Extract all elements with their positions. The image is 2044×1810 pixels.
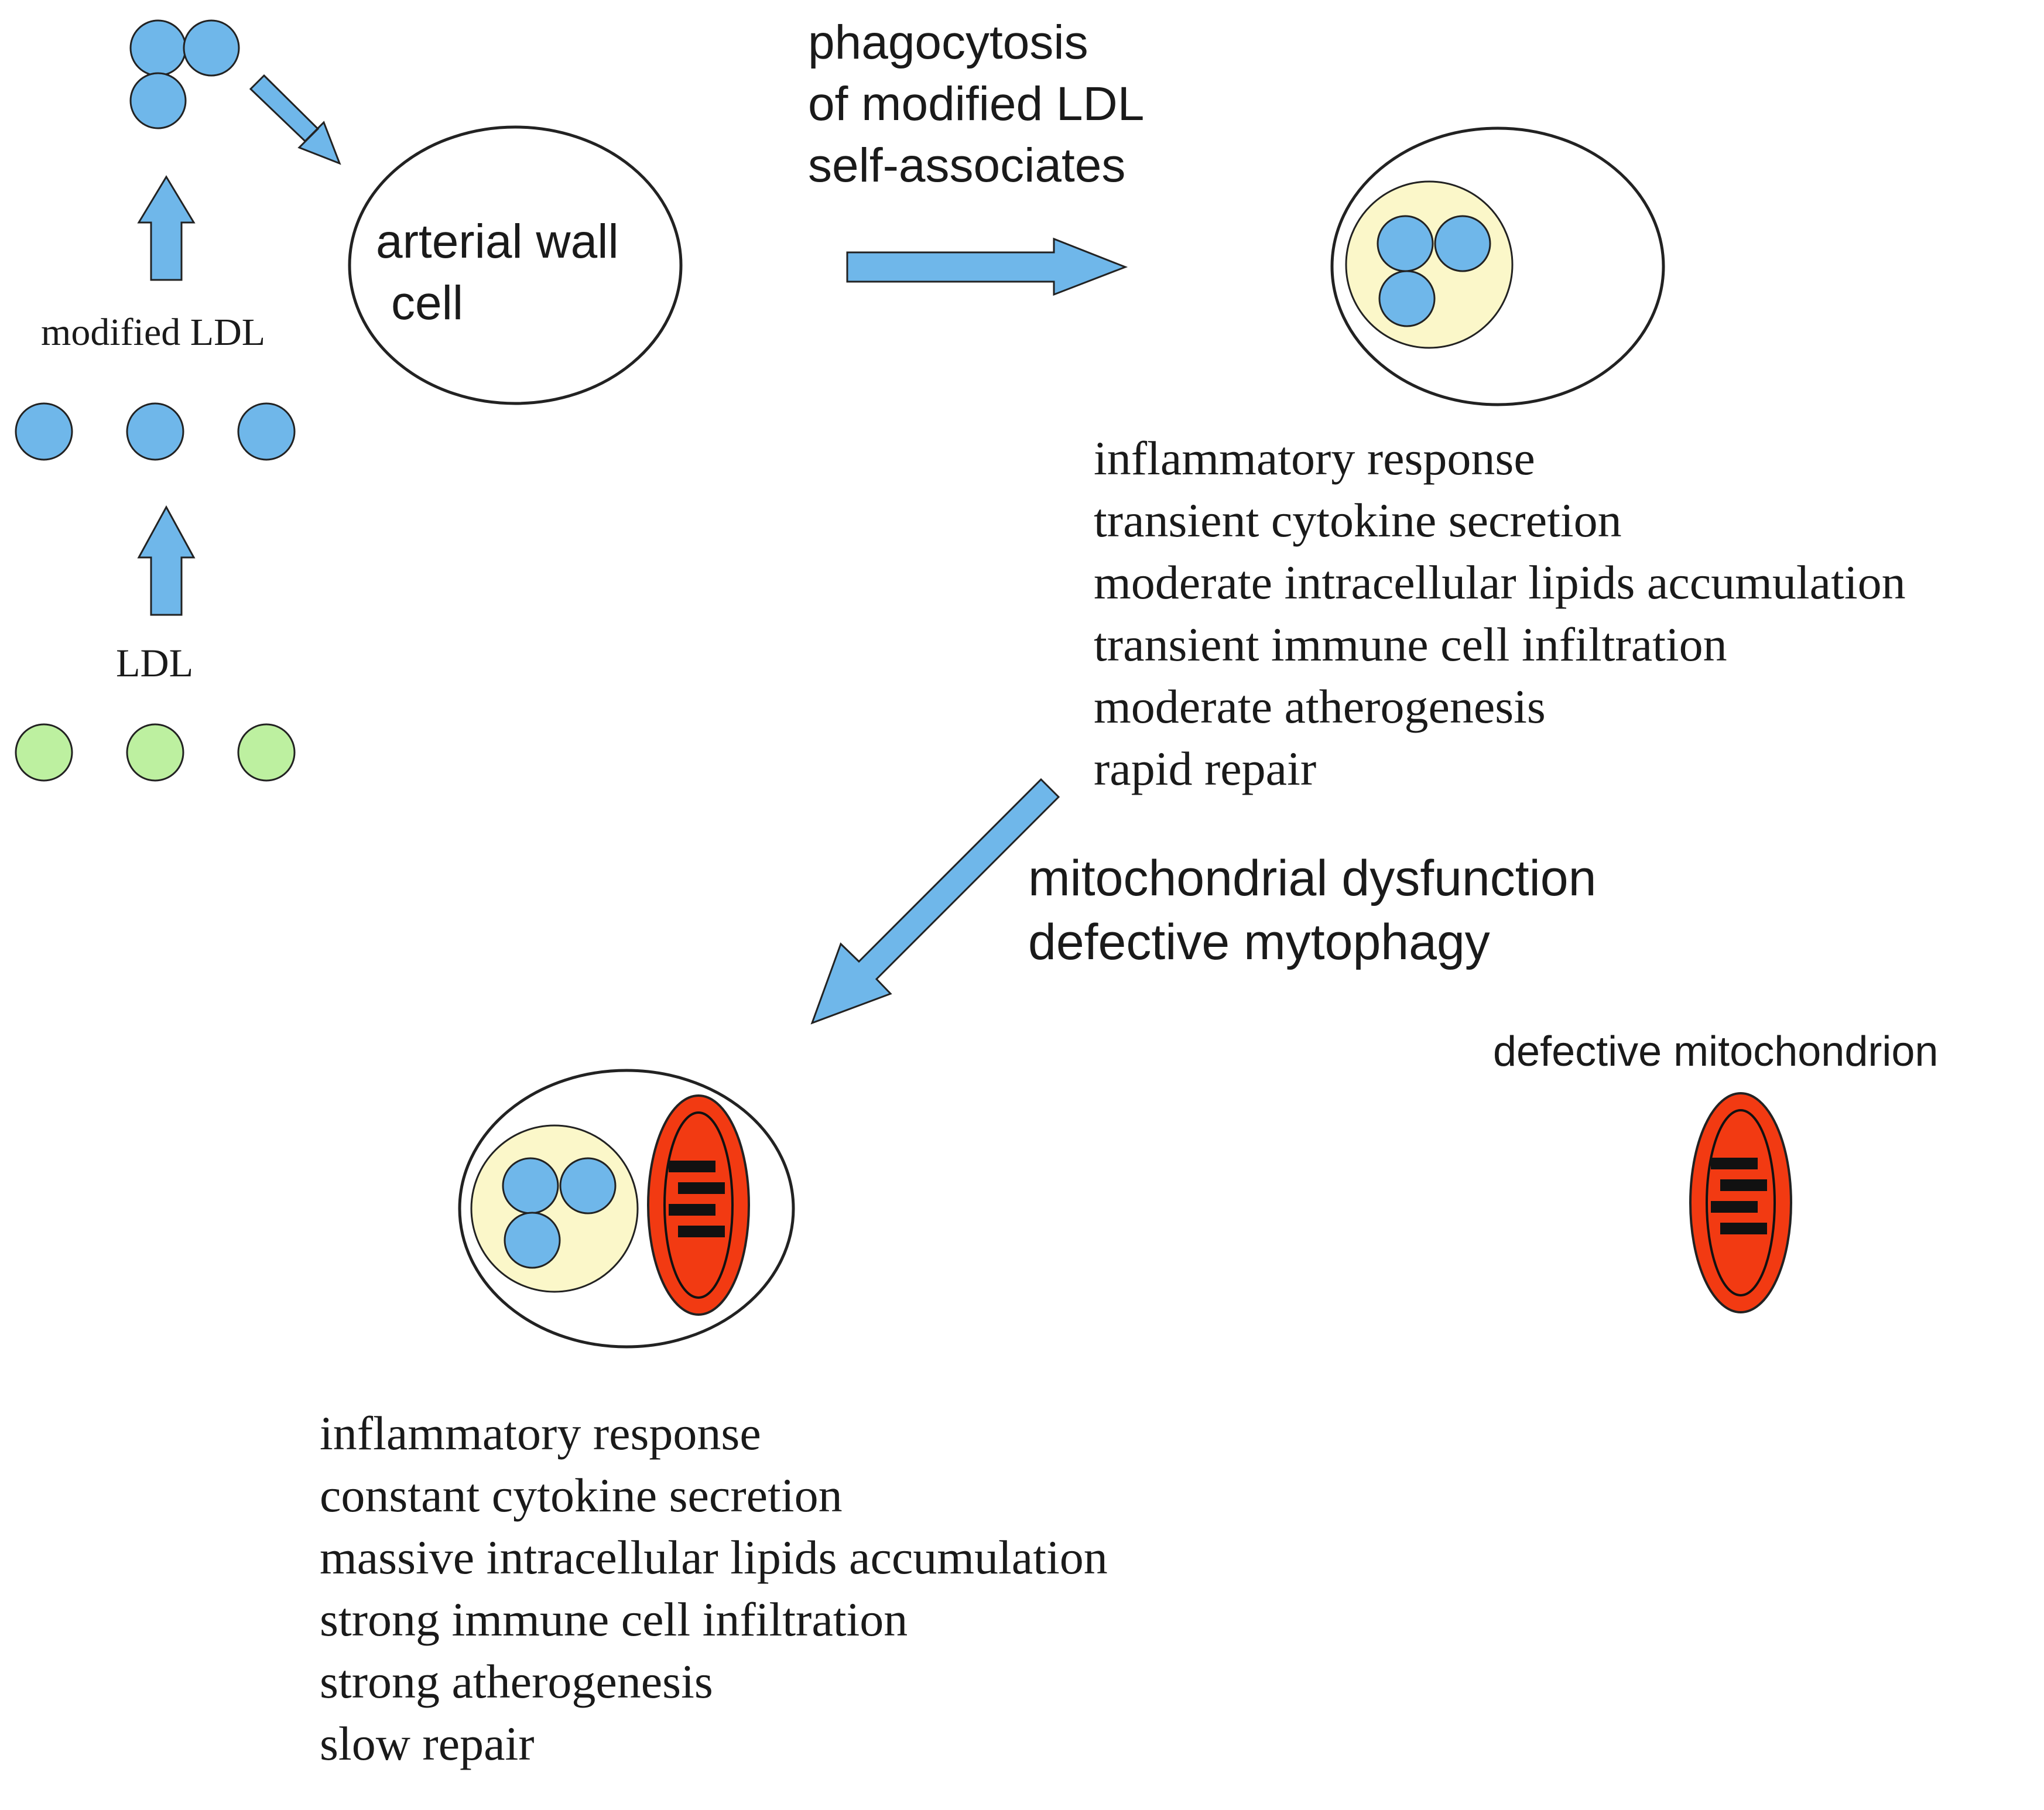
arrow-to-cell	[249, 74, 341, 165]
engulfed-ldl-cluster-icon	[502, 1157, 617, 1269]
modified-ldl-particle	[15, 402, 73, 461]
outcome-moderate-item: inflammatory response	[1094, 432, 1535, 485]
native-ldl-row	[15, 723, 296, 782]
arrow-ldl-to-modified	[137, 505, 196, 616]
defective-mitochondrion-icon	[1689, 1092, 1792, 1313]
outcome-strong-item: massive intracellular lipids accumulatio…	[320, 1531, 1108, 1584]
outcome-strong-item: strong atherogenesis	[320, 1655, 713, 1708]
outcome-moderate-item: transient cytokine secretion	[1094, 494, 1622, 547]
outcome-strong-item: inflammatory response	[320, 1407, 761, 1460]
mito-dysfunction-label-line2: defective mytophagy	[1028, 914, 1490, 970]
cell-label-line2: cell	[391, 276, 463, 330]
arrow-mito-dysfunction	[810, 778, 1060, 1025]
modified-ldl-particle	[237, 402, 296, 461]
lipid-vesicle	[470, 1124, 639, 1293]
outcome-moderate-item: moderate intracellular lipids accumulati…	[1094, 556, 1906, 609]
ldl-particle	[126, 723, 184, 782]
lipid-vesicle	[1345, 180, 1514, 349]
outcome-moderate-item: rapid repair	[1094, 742, 1316, 795]
modified-ldl-row	[15, 402, 296, 461]
ldl-particle	[237, 723, 296, 782]
mitochondrion-in-cell-icon	[647, 1094, 750, 1316]
outcomes-moderate-list: inflammatory response transient cytokine…	[1094, 432, 1906, 795]
engulfed-ldl-cluster-icon	[1377, 215, 1491, 327]
outcomes-strong-list: inflammatory response constant cytokine …	[320, 1407, 1108, 1770]
modified-ldl-particle	[126, 402, 184, 461]
outcome-moderate-item: transient immune cell infiltration	[1094, 618, 1727, 671]
arrow-phagocytosis	[846, 237, 1128, 296]
cell-label-line1: arterial wall	[376, 215, 619, 268]
outcome-strong-item: strong immune cell infiltration	[320, 1593, 908, 1646]
ldl-label: LDL	[116, 641, 193, 685]
phagocytosis-label-line2: of modified LDL	[808, 77, 1144, 131]
modified-ldl-cluster-icon	[129, 19, 240, 129]
defective-mito-label: defective mitochondrion	[1493, 1028, 1938, 1075]
mito-dysfunction-label-line1: mitochondrial dysfunction	[1028, 850, 1596, 906]
outcome-moderate-item: moderate atherogenesis	[1094, 680, 1546, 733]
arrow-modified-to-cluster	[137, 175, 196, 281]
outcome-strong-item: slow repair	[320, 1717, 535, 1770]
modified-ldl-label: modified LDL	[41, 311, 265, 354]
phagocytosis-label-line3: self-associates	[808, 139, 1125, 192]
arterial-wall-cell	[348, 125, 683, 405]
ldl-particle	[15, 723, 73, 782]
phagocytosis-label-line1: phagocytosis	[808, 16, 1088, 69]
outcome-strong-item: constant cytokine secretion	[320, 1469, 843, 1522]
